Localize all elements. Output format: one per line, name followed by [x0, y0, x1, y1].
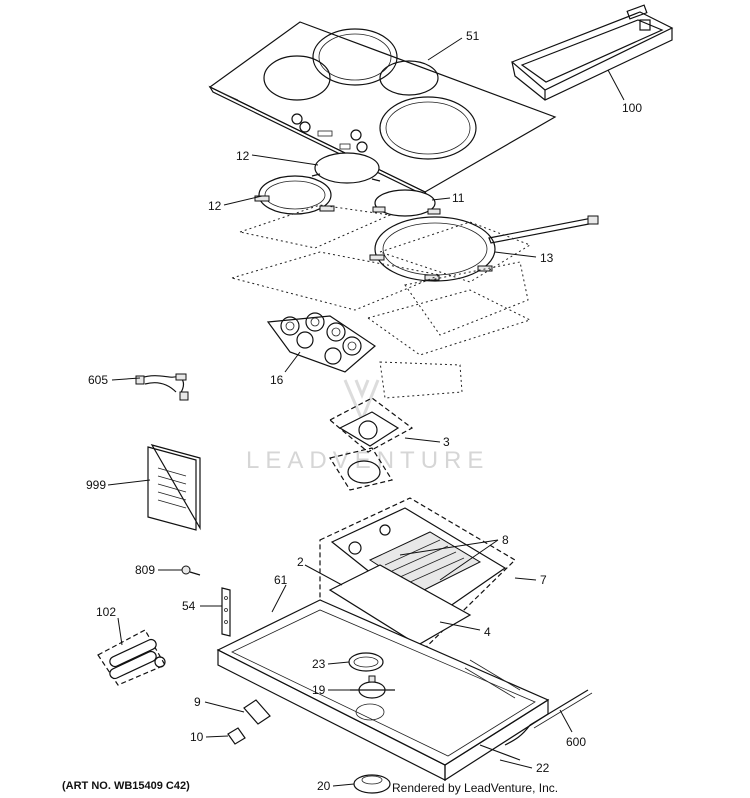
control-board-part-16[interactable] — [266, 312, 376, 373]
ring-part-23[interactable] — [348, 652, 384, 672]
callout-19: 19 — [312, 683, 326, 697]
power-cord-part-600[interactable] — [504, 689, 593, 746]
callout-11: 11 — [452, 191, 465, 205]
callout-2: 2 — [297, 555, 304, 569]
callout-54: 54 — [182, 599, 196, 613]
callout-809: 809 — [135, 563, 155, 577]
cable-part-22[interactable] — [479, 744, 521, 761]
callout-51: 51 — [466, 29, 480, 43]
griddle-part-100[interactable] — [510, 4, 674, 101]
radiant-element-part-12-upper[interactable] — [311, 152, 381, 184]
wire-harness-part-605[interactable] — [135, 373, 189, 401]
radiant-element-part-13[interactable] — [369, 215, 599, 282]
art-number: (ART NO. WB15409 C42) — [62, 780, 190, 792]
callout-999: 999 — [86, 478, 106, 492]
callout-605: 605 — [88, 373, 108, 387]
glass-cooktop-part-51[interactable] — [208, 21, 557, 199]
inverter-part-3[interactable] — [328, 397, 414, 491]
callout-3: 3 — [443, 435, 450, 449]
callout-10: 10 — [190, 730, 204, 744]
callout-4: 4 — [484, 625, 491, 639]
terminal-kit-part-102[interactable] — [97, 629, 166, 686]
callout-61: 61 — [274, 573, 288, 587]
callout-20: 20 — [317, 779, 331, 793]
rendered-by: Rendered by LeadVenture, Inc. — [392, 781, 558, 795]
bracket-part-54[interactable] — [221, 587, 231, 637]
callout-9: 9 — [194, 695, 201, 709]
callout-12-lower: 12 — [208, 199, 222, 213]
callout-100: 100 — [622, 101, 642, 115]
chassis-pan-part-61[interactable] — [216, 599, 550, 782]
callout-12-upper: 12 — [236, 149, 250, 163]
callout-7: 7 — [540, 573, 547, 587]
fan-part-19[interactable] — [350, 675, 395, 699]
manual-part-999[interactable] — [147, 444, 201, 531]
leader-lines — [107, 37, 625, 787]
callout-16: 16 — [270, 373, 284, 387]
callout-600: 600 — [566, 735, 586, 749]
fan-base-part-20[interactable] — [353, 774, 391, 794]
radiant-element-part-11[interactable] — [372, 189, 441, 217]
callout-8: 8 — [502, 533, 509, 547]
element-mounting-plates — [230, 204, 532, 399]
screw-part-809[interactable] — [181, 565, 201, 576]
clip-part-10[interactable] — [227, 727, 246, 745]
clip-part-9[interactable] — [243, 699, 271, 725]
callout-22: 22 — [536, 761, 550, 775]
callout-102: 102 — [96, 605, 116, 619]
radiant-element-part-12-lower[interactable] — [254, 175, 335, 215]
callout-13: 13 — [540, 251, 554, 265]
callout-23: 23 — [312, 657, 326, 671]
